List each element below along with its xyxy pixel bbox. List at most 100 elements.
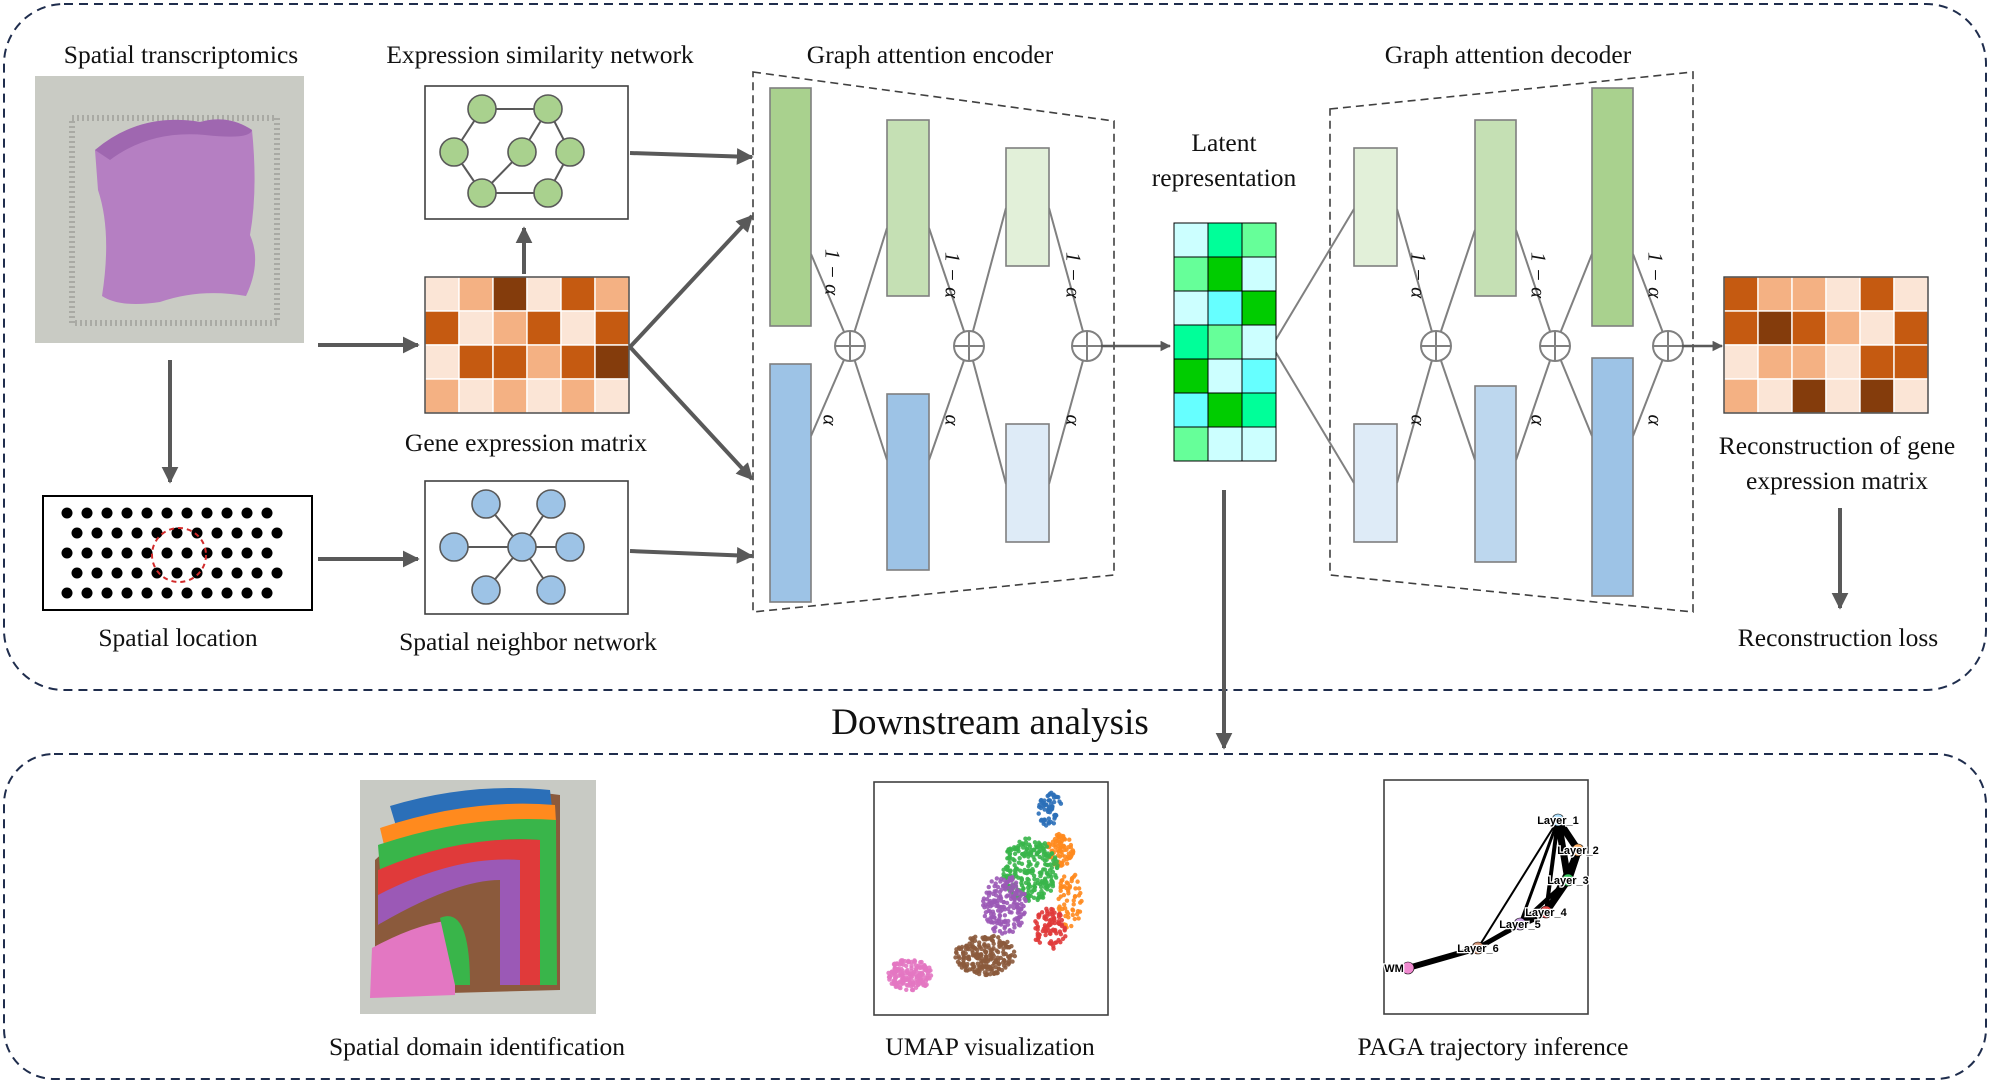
latent-cell [1173,222,1209,258]
paga-edge [1477,910,1547,950]
umap-point [1018,868,1023,873]
umap-point [1012,890,1018,896]
umap-point [1049,874,1054,880]
umap-point [1049,928,1054,933]
spot [101,587,113,599]
weight-label-1-minus-alpha: 1 − α [1061,251,1086,299]
matrix-cell [594,310,630,346]
spot [241,547,253,559]
latent-cell [1173,426,1209,462]
latent-cell [1173,358,1209,394]
weight-label-1-minus-alpha: 1 − α [1406,251,1431,299]
umap-point [1037,932,1042,937]
umap-point [912,960,917,965]
paga-node-label: WM [1384,963,1404,975]
paga-node [1513,917,1527,931]
weight-label-1-minus-alpha: 1 − α [940,251,965,299]
spot [191,567,203,579]
weight-label-alpha: α [1643,414,1668,426]
spot [81,587,93,599]
umap-point [1062,874,1067,879]
umap-point [1043,932,1048,938]
umap-point [987,952,993,958]
matrix-border [424,276,630,414]
umap-point [1060,878,1065,883]
umap-point [1050,839,1056,844]
umap-point [1062,884,1067,889]
umap-point [986,884,991,890]
umap-point [959,965,965,970]
umap-point [1055,920,1061,926]
bottom-panel-border [3,753,1987,1080]
gene-expression-matrix [424,276,630,414]
umap-point [909,974,914,980]
umap-point [990,909,996,914]
spot [161,507,173,519]
umap-point [1076,886,1082,891]
umap-point [1046,816,1052,821]
spot [81,507,93,519]
umap-point [1011,902,1016,907]
umap-point [909,963,914,969]
spot [161,587,173,599]
weight-label-1-minus-alpha: 1 − α [1643,251,1668,299]
spot [261,547,273,559]
encoder-wires [810,207,1088,485]
umap-point [1039,895,1044,900]
matrix-cell [1859,310,1895,346]
matrix-cell [424,310,460,346]
umap-point [1043,823,1049,828]
matrix-cell [1791,378,1827,414]
spot [211,567,223,579]
umap-point [964,943,969,948]
latent-matrix [1173,222,1277,462]
umap-point [1004,900,1010,906]
weight-label-alpha: α [940,414,965,426]
matrix-cell [492,276,528,312]
matrix-cell [492,344,528,380]
paga-graph: Layer_1Layer_2Layer_3Layer_4Layer_5Layer… [1383,813,1600,976]
umap-point [1038,884,1044,890]
umap-point [1007,909,1012,915]
umap-point [1037,854,1042,860]
umap-point [994,876,1000,881]
graph-node [536,575,566,605]
umap-point [1064,898,1070,903]
graph-node [467,178,497,208]
umap-point [1026,859,1032,864]
umap-point [928,973,934,978]
umap-point [1026,881,1032,887]
weight-label-1-minus-alpha: 1 − α [1526,251,1551,299]
spot [231,527,243,539]
paga-node-label: Layer_6 [1457,943,1499,955]
umap-point [1062,854,1068,859]
latent-cell [1241,222,1277,258]
matrix-cell [560,378,596,414]
umap-point [1039,871,1044,877]
latent-cell [1241,290,1277,326]
umap-point [1039,888,1044,894]
umap-point [893,980,898,986]
umap-point [1027,868,1033,874]
umap-point [920,971,925,977]
umap-point [1052,928,1058,934]
umap-point [1028,847,1034,853]
umap-point [1011,949,1017,954]
umap-point [1065,911,1071,916]
paga-node [1561,873,1575,887]
umap-point [1017,839,1022,845]
umap-point [1028,852,1033,858]
latent-cell [1173,392,1209,428]
latent-cell [1241,426,1277,462]
umap-point [904,982,910,988]
umap-point [1071,898,1076,903]
spot [261,507,273,519]
umap-point [1023,898,1028,904]
matrix-cell [458,378,494,414]
umap-point [958,946,964,952]
umap-point [1005,939,1010,945]
umap-point [1035,861,1040,866]
umap-point [970,944,976,949]
umap-point [1006,958,1012,964]
expression-similarity-network-label: Expression similarity network [386,40,694,69]
